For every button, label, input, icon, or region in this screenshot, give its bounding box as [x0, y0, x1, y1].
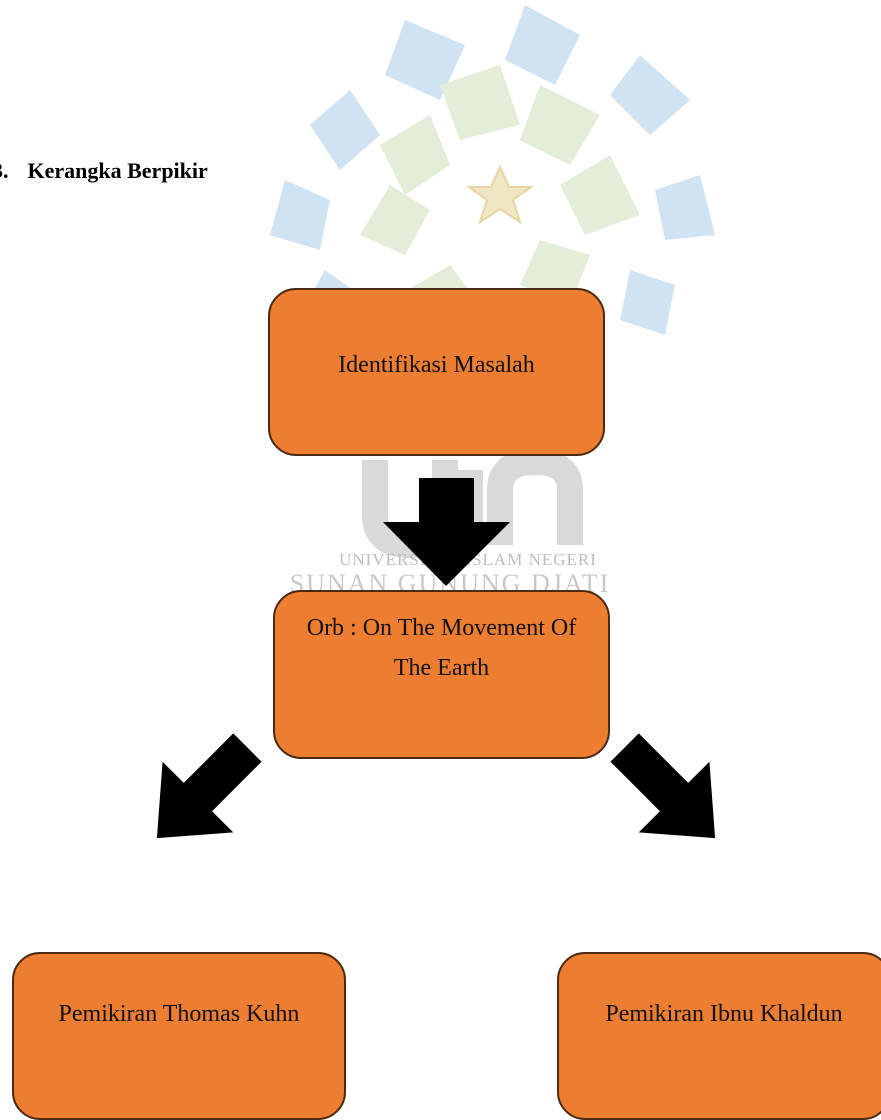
arrow-down-icon [383, 478, 510, 586]
node-identifikasi-masalah: Identifikasi Masalah [268, 288, 605, 456]
section-number: 3. [0, 158, 9, 183]
node-label: Pemikiran Thomas Kuhn [58, 1001, 300, 1027]
node-pemikiran-thomas-kuhn: Pemikiran Thomas Kuhn [12, 952, 346, 1120]
node-orb: Orb : On The Movement Of The Earth [273, 590, 610, 759]
arrow-down-left-icon [156, 733, 262, 839]
node-pemikiran-ibnu-khaldun: Pemikiran Ibnu Khaldun [557, 952, 881, 1120]
node-label: Orb : On The Movement Of The Earth [306, 615, 577, 681]
node-label: Identifikasi Masalah [338, 352, 535, 378]
node-label: Pemikiran Ibnu Khaldun [605, 1001, 843, 1027]
uin-letters [362, 448, 583, 559]
watermark-line1: UNIVERSITAS ISLAM NEGERI [339, 550, 597, 569]
section-heading: 3. Kerangka Berpikir [0, 158, 208, 184]
star-icon [465, 164, 535, 225]
star-burst-logo [270, 5, 715, 335]
arrow-down-right-icon [610, 733, 716, 839]
section-title: Kerangka Berpikir [27, 158, 208, 183]
